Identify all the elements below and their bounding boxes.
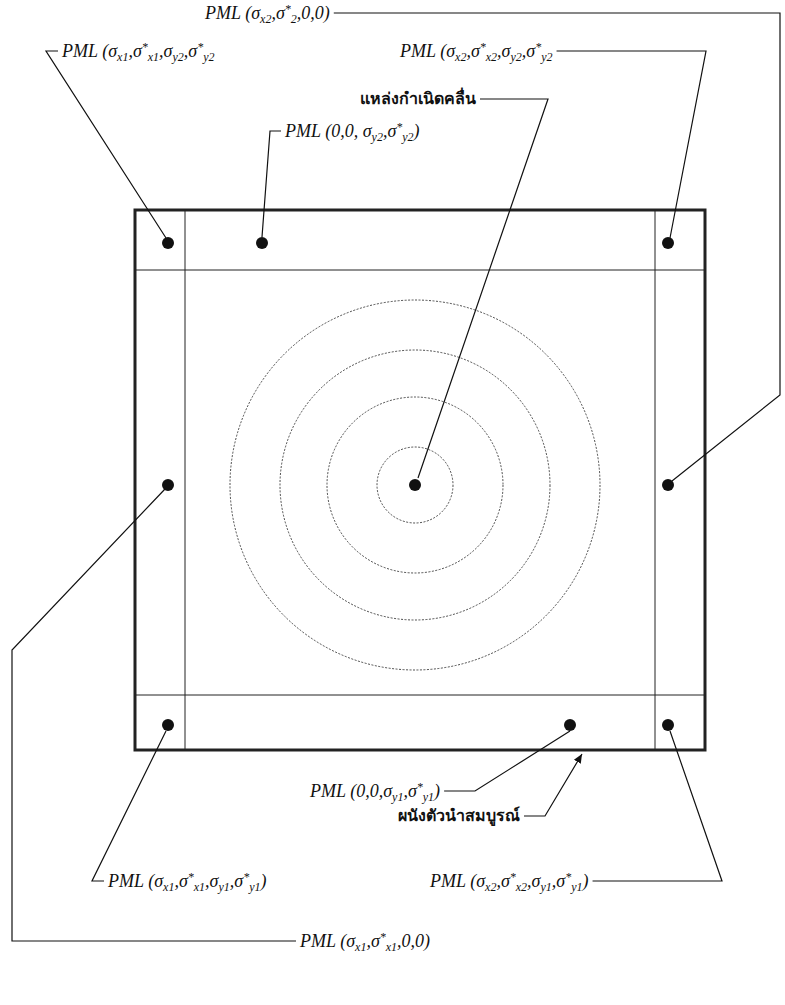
region-dot xyxy=(564,719,576,731)
wave-ring xyxy=(377,447,453,523)
leader-line xyxy=(334,13,780,481)
region-dot xyxy=(162,479,174,491)
region-dot xyxy=(256,237,268,249)
pml-boundary xyxy=(135,270,705,271)
pml-boundary xyxy=(185,210,186,750)
wave-ring xyxy=(280,350,550,620)
pml-boundary xyxy=(655,210,656,750)
conductor-wall xyxy=(135,210,705,750)
pml-label: PML (σx1,σ*x1,σy1,σ*y1) xyxy=(108,870,267,892)
leader-line xyxy=(46,51,166,238)
pml-label: PML (σx2,σ*x2,σy1,σ*y1) xyxy=(430,870,589,892)
leader-line xyxy=(593,731,722,881)
region-dot xyxy=(662,237,674,249)
pml-label: PML (σx2,σ*x2,σy2,σ*y2 xyxy=(400,40,553,62)
thai-label: ผนังตัวนำสมบูรณ์ xyxy=(398,805,520,827)
region-dot xyxy=(162,237,174,249)
pml-label: PML (σx1,σ*x1,0,0) xyxy=(300,930,430,952)
region-dot xyxy=(162,719,174,731)
leader-line xyxy=(444,731,570,791)
pml-label: PML (0,0, σy2,σ*y2) xyxy=(285,120,420,142)
pml-label: PML (0,0,σy1,σ*y1) xyxy=(310,780,440,802)
leader-line xyxy=(12,489,296,941)
wave-ring xyxy=(230,300,600,670)
pml-label: PML (σx1,σ*x1,σy2,σ*y2 xyxy=(62,40,215,62)
region-dot xyxy=(662,719,674,731)
leader-line xyxy=(262,131,281,237)
wave-ring xyxy=(327,397,503,573)
leader-line xyxy=(92,731,166,881)
thai-label: แหล่งกำเนิดคลื่น xyxy=(360,88,476,110)
pml-boundary xyxy=(135,695,705,696)
leader-line xyxy=(524,754,582,816)
pml-label: PML (σx2,σ*2,0,0) xyxy=(205,2,330,24)
source-dot xyxy=(409,479,421,491)
leader-line xyxy=(418,99,548,478)
leader-line xyxy=(557,51,706,238)
